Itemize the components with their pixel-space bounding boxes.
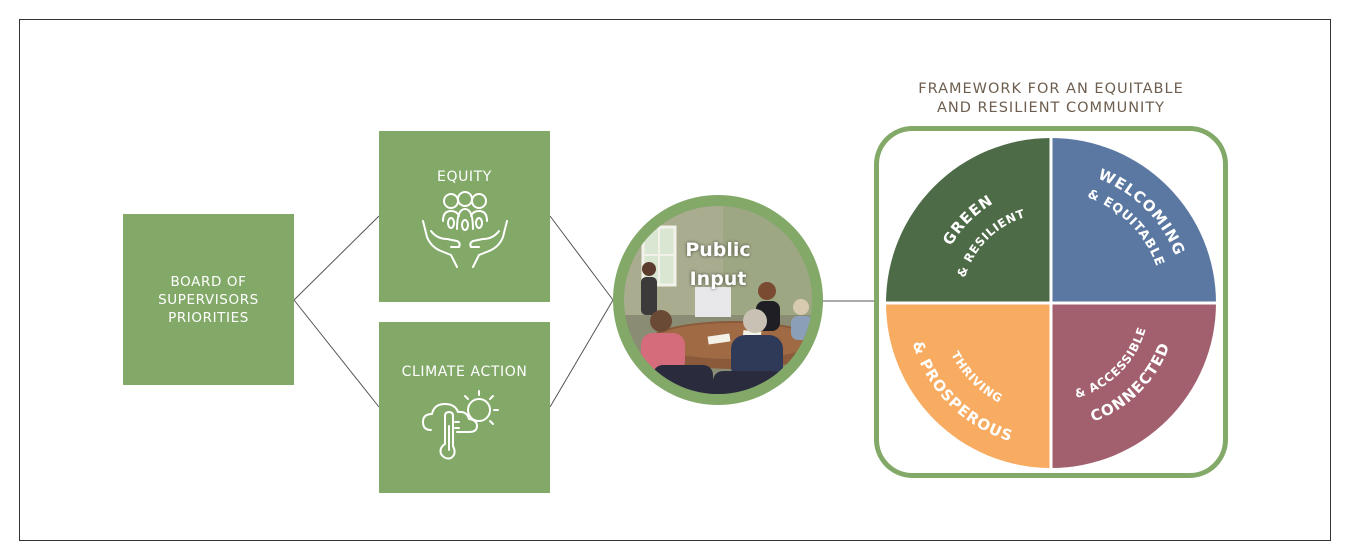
board-label-line-3: PRIORITIES	[168, 309, 249, 326]
public-input-line-2: Input	[689, 268, 747, 290]
climate-action-box: CLIMATE ACTION	[379, 322, 550, 493]
connector-board-climate	[293, 299, 380, 408]
equity-label: EQUITY	[437, 169, 492, 185]
framework-quadrants: GREEN & RESILIENT WELCOMING & EQUITABLE …	[874, 126, 1228, 478]
climate-label: CLIMATE ACTION	[401, 364, 528, 380]
weather-thermometer-icon	[421, 390, 499, 460]
quadrant-connected-accessible	[1051, 303, 1216, 468]
board-label-line-1: BOARD OF	[170, 273, 247, 290]
board-priorities-box: BOARD OF SUPERVISORS PRIORITIES	[123, 214, 294, 385]
hands-people-icon	[421, 191, 508, 268]
quadrant-thriving-prosperous	[886, 303, 1051, 468]
public-input-line-1: Public	[685, 239, 751, 261]
public-input-label: Public Input	[613, 236, 823, 294]
connector-climate-public	[549, 299, 614, 408]
connector-equity-public	[549, 215, 614, 301]
quadrant-welcoming-equitable	[1051, 138, 1216, 303]
diagram-frame	[19, 19, 1331, 541]
framework-title-line-1: FRAMEWORK FOR AN EQUITABLE	[918, 81, 1184, 97]
connector-board-equity	[293, 215, 380, 301]
quadrant-green-resilient	[886, 138, 1051, 303]
public-input-photo	[613, 195, 823, 405]
framework-title-line-2: AND RESILIENT COMMUNITY	[936, 100, 1166, 116]
equity-box: EQUITY	[379, 131, 550, 302]
framework-title: FRAMEWORK FOR AN EQUITABLE AND RESILIENT…	[870, 80, 1232, 118]
board-label-line-2: SUPERVISORS	[158, 291, 259, 308]
